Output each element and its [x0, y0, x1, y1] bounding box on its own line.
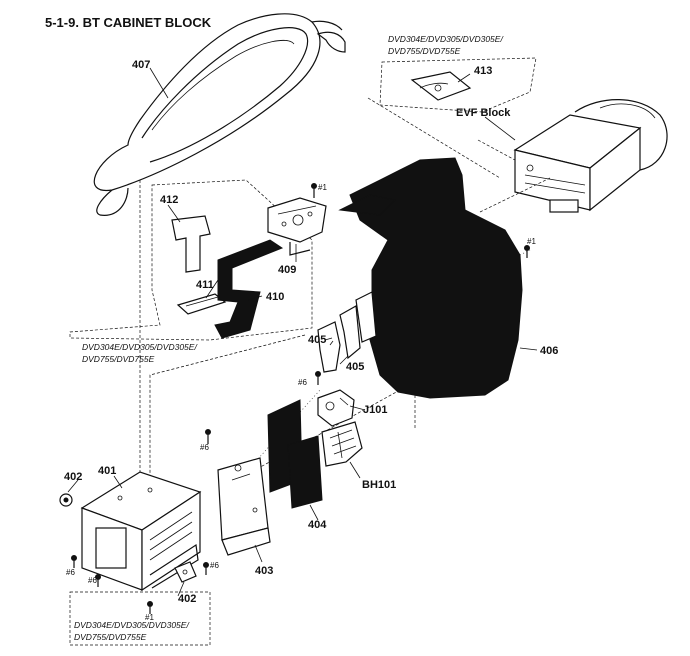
label-screw-1-a: #1 — [318, 183, 327, 192]
screw-near-405-icon — [315, 371, 321, 385]
model-note-bottom-line1: DVD304E/DVD305/DVD305E/ — [74, 620, 190, 630]
label-405-right: 405 — [346, 361, 364, 373]
guide-line-evf-2 — [479, 177, 551, 213]
guide-line-a — [149, 334, 306, 520]
model-note-bottom-region: DVD304E/DVD305/DVD305E/ DVD755/DVD755E — [69, 591, 211, 646]
hand-strap-407 — [93, 13, 346, 216]
label-411: 411 — [196, 279, 214, 291]
plate-403 — [217, 457, 271, 556]
cushion-410 — [214, 239, 284, 339]
label-406: 406 — [540, 345, 558, 357]
bracket-405-right — [339, 291, 377, 360]
label-401: 401 — [98, 465, 116, 477]
model-note-bottom-line2: DVD755/DVD755E — [74, 632, 147, 642]
screw-bottom-d-icon — [147, 601, 153, 614]
screw-near-409-icon — [311, 183, 317, 198]
label-404: 404 — [308, 519, 327, 531]
label-evf-block: EVF Block — [456, 107, 511, 119]
guide-line-evf-1 — [477, 139, 516, 161]
battery-holder-bh101 — [321, 421, 363, 467]
model-note-top-line2: DVD755/DVD755E — [388, 46, 461, 56]
bracket-402-left — [59, 493, 73, 507]
bracket-405-left — [317, 321, 341, 373]
label-410: 410 — [266, 291, 284, 303]
connector-j101 — [317, 389, 355, 427]
plate-413 — [410, 71, 472, 101]
model-note-top-region: DVD304E/DVD305/DVD305E/ DVD755/DVD755E — [379, 34, 537, 113]
label-407: 407 — [132, 59, 150, 71]
leader-lines — [67, 67, 538, 597]
guide-line-evf-3 — [367, 97, 501, 179]
shield-404 — [267, 399, 323, 509]
screw-near-403-icon — [205, 429, 211, 444]
label-405-left: 405 — [308, 334, 326, 346]
label-screw-6-a: #6 — [298, 378, 307, 387]
label-402-bottom: 402 — [178, 593, 196, 605]
label-screw-6-d: #6 — [88, 576, 97, 585]
label-screw-1-c: #1 — [145, 613, 154, 622]
label-409: 409 — [278, 264, 296, 276]
pad-411 — [176, 293, 227, 315]
label-screw-6-e: #6 — [210, 561, 219, 570]
label-screw-6-c: #6 — [66, 568, 75, 577]
screw-bottom-b-icon — [95, 574, 101, 587]
label-402-left: 402 — [64, 471, 82, 483]
label-403: 403 — [255, 565, 273, 577]
model-note-top-line1: DVD304E/DVD305/DVD305E/ — [388, 34, 504, 44]
guide-line-e — [519, 249, 531, 256]
label-412: 412 — [160, 194, 178, 206]
screw-bottom-a-icon — [71, 555, 77, 568]
label-screw-6-b: #6 — [200, 443, 209, 452]
cabinet-406 — [338, 157, 523, 399]
model-note-mid-line2: DVD755/DVD755E — [82, 354, 155, 364]
frame-401 — [80, 471, 202, 592]
label-413: 413 — [474, 65, 492, 77]
label-screw-1-b: #1 — [527, 237, 536, 246]
screw-bottom-c-icon — [203, 562, 209, 575]
label-bh101: BH101 — [362, 479, 396, 491]
page-title: 5-1-9. BT CABINET BLOCK — [45, 15, 212, 30]
bracket-409 — [267, 197, 327, 256]
screw-evf-icon — [524, 245, 530, 258]
bracket-402-bottom — [174, 561, 197, 583]
evf-block — [513, 99, 668, 213]
bracket-412 — [171, 215, 211, 273]
label-j101: J101 — [363, 404, 387, 416]
